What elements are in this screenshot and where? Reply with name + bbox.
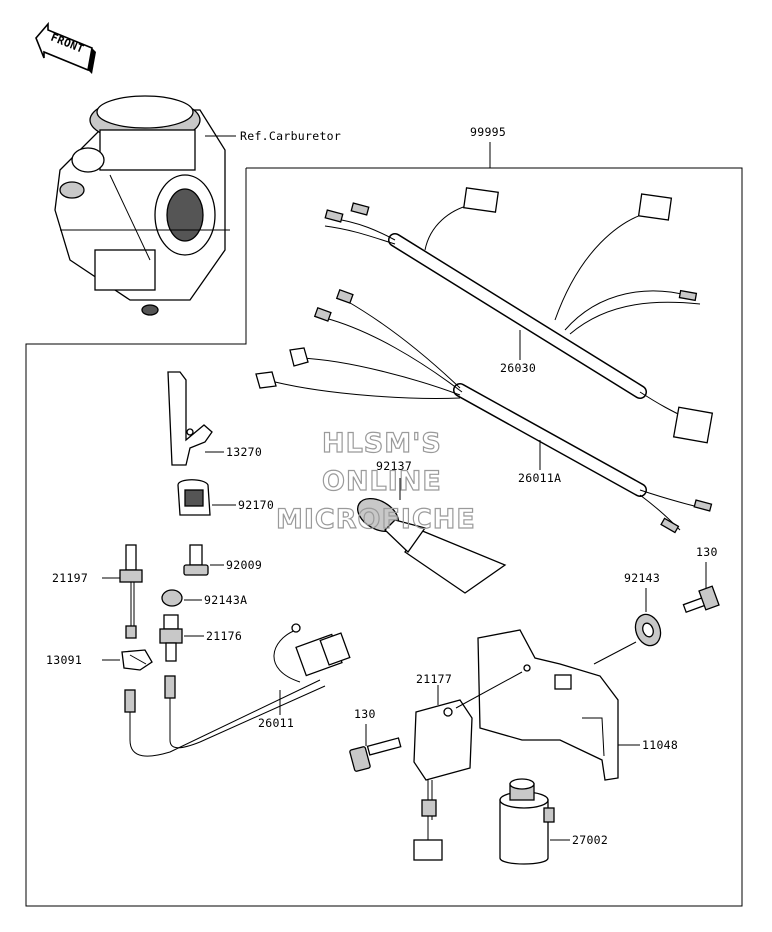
part-26011A-label: 26011A [518,471,561,485]
part-21197-label: 21197 [52,571,88,585]
part-26030-label: 26030 [500,361,536,375]
wiring-harness-26011A [255,289,713,534]
collar-92143A [161,589,183,607]
part-92143-label: 92143 [624,571,660,585]
part-92143A-label: 92143A [204,593,247,607]
module-21177 [413,671,523,861]
front-arrow-icon: FRONT [35,21,96,74]
part-11048-label: 11048 [642,738,678,752]
sensor-21197 [119,544,143,639]
clip-13091 [121,649,153,671]
watermark-line-1: HLSM'S [322,428,442,459]
part-13270-label: 13270 [226,445,262,459]
bracket-13270 [167,371,213,466]
relay-27002 [499,778,555,865]
grease-tube-92137 [357,497,507,594]
wiring-harness-26011 [124,623,351,757]
collar-92143 [634,613,662,647]
part-26011-label: 26011 [258,716,294,730]
part-130-left-label: 130 [354,707,376,721]
carburetor-reference-label: Ref.Carburetor [240,129,341,143]
clamp-92170 [177,479,211,516]
part-130-right-label: 130 [696,545,718,559]
kit-boundary-frame [25,167,743,907]
kit-number-label: 99995 [470,125,506,139]
wiring-harness-26030 [324,187,714,444]
bolt-130-left [349,737,402,772]
screw-92009 [183,544,209,576]
part-92137-label: 92137 [376,459,412,473]
part-21177-label: 21177 [416,672,452,686]
sensor-21176 [159,614,183,662]
part-92170-label: 92170 [238,498,274,512]
part-27002-label: 27002 [572,833,608,847]
watermark-line-2: ONLINE [322,466,442,497]
watermark-line-3: MICROFICHE [276,504,476,535]
bracket-11048 [477,629,619,781]
part-21176-label: 21176 [206,629,242,643]
bolt-130-right [682,585,720,614]
carburetor-drawing [54,95,230,316]
part-92009-label: 92009 [226,558,262,572]
part-13091-label: 13091 [46,653,82,667]
